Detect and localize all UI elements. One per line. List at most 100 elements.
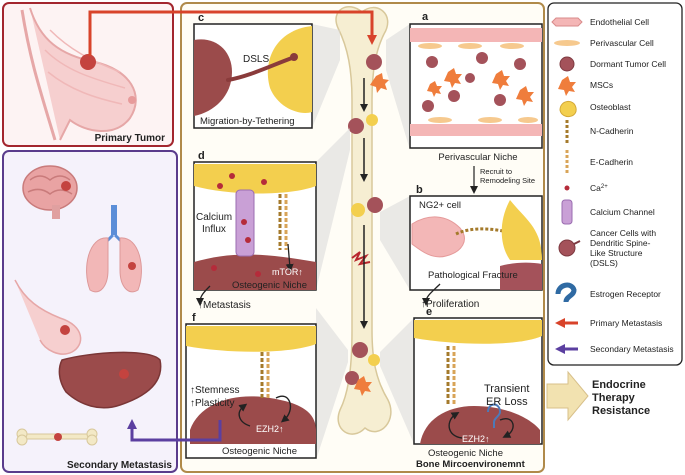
legend-item: Primary Metastasis <box>555 318 662 328</box>
dsls-tether-icon <box>226 56 294 82</box>
svg-text:N-Cadherin: N-Cadherin <box>590 126 634 136</box>
subpanel-f-niche: Osteogenic Niche <box>222 446 297 457</box>
subpanel-f-letter: f <box>192 312 196 324</box>
primary-tumor-panel: Primary Tumor <box>2 2 174 147</box>
lungs-icon <box>86 205 142 293</box>
subpanel-c-letter: c <box>198 12 204 24</box>
stemness-label: ↑Stemness <box>190 385 239 396</box>
calcium-ions <box>211 173 267 277</box>
subpanel-e-letter: e <box>426 306 432 318</box>
zoom-connectors <box>312 24 414 460</box>
recruit-annotation: Recruit to Remodeling Site <box>470 166 535 194</box>
subpanel-e-niche: Osteogenic Niche <box>428 448 503 459</box>
svg-text:Primary Metastasis: Primary Metastasis <box>590 318 662 328</box>
calcium-influx-line1: Calcium <box>196 212 232 223</box>
svg-text:Osteoblast: Osteoblast <box>590 102 631 112</box>
subpanel-d: d Calcium Influx mTOR↑ Osteogenic Niche … <box>193 150 317 311</box>
legend-panel: Endothelial Cell Perivascular Cell Dorma… <box>547 2 683 366</box>
subpanel-b-letter: b <box>416 184 423 196</box>
calcium-icon <box>564 185 570 191</box>
primary-tumor-title: Primary Tumor <box>95 133 165 144</box>
legend-item: Ca2+ <box>564 183 608 193</box>
msc-icon <box>558 76 576 96</box>
tumor-cell-icon <box>194 39 232 116</box>
osteoblast-cell-icon <box>186 326 316 352</box>
liver-icon <box>58 351 162 409</box>
subpanel-b: b NG2+ cell Pathological Fracture ↑Proli… <box>409 184 543 310</box>
cadherin-pair-icon <box>278 194 288 250</box>
transient-label: Transient <box>484 383 529 395</box>
legend-item: Endothelial Cell <box>551 17 649 27</box>
legend-item: Osteoblast <box>559 101 631 117</box>
mtor-label: mTOR↑ <box>272 267 303 277</box>
svg-text:Dendritic Spine-: Dendritic Spine- <box>590 238 651 248</box>
subpanel-d-letter: d <box>198 150 205 162</box>
svg-text:Endothelial Cell: Endothelial Cell <box>590 17 649 27</box>
osteoblast-icon <box>559 101 577 117</box>
secondary-metastasis-arrow <box>127 419 222 442</box>
ng2-cell-label: NG2+ cell <box>419 200 461 211</box>
osteoblast-cell-icon <box>194 164 316 194</box>
migration-by-tethering-caption: Migration-by-Tethering <box>200 116 295 127</box>
osteoblast-cell-icon <box>267 26 312 113</box>
recruit-line2: Remodeling Site <box>480 176 535 185</box>
ezh2-label-f: EZH2↑ <box>256 424 284 434</box>
svg-text:Ca2+: Ca2+ <box>590 183 608 193</box>
subpanel-a: a Perivascular Niche <box>409 11 543 163</box>
breast-illustration-icon <box>20 7 137 141</box>
bone-icon <box>335 6 392 435</box>
svg-text:Perivascular Cell: Perivascular Cell <box>590 38 654 48</box>
svg-text:(DSLS): (DSLS) <box>590 258 618 268</box>
metastasis-outcome: ↑Metastasis <box>198 300 251 311</box>
tumor-cell-icon <box>194 254 316 290</box>
legend-item: Cancer Cells with Dendritic Spine- Like … <box>558 228 656 268</box>
dsls-cancer-cell-icon <box>558 239 576 257</box>
ezh2-label-e: EZH2↑ <box>462 434 490 444</box>
svg-text:E-Cadherin: E-Cadherin <box>590 157 633 167</box>
svg-text:Secondary Metastasis: Secondary Metastasis <box>590 344 674 354</box>
resistance-line1: Endocrine <box>592 379 646 391</box>
brain-icon <box>22 165 78 219</box>
subpanel-c: c DSLS Migration-by-Tethering <box>193 12 313 129</box>
legend-item: Estrogen Receptor <box>555 282 661 303</box>
subpanel-f: f ↑Stemness ↑Plasticity EZH2↑ Osteogenic… <box>185 312 317 459</box>
legend-item: E-Cadherin <box>565 150 633 174</box>
subpanel-e: e Transient ER Loss EZH2↑ Osteogenic Nic… <box>413 306 543 459</box>
ng2-cell-icon <box>411 216 465 258</box>
breast-secondary-icon <box>14 279 82 355</box>
bone-microenvironment-title: Bone Mircoenvironemnt <box>416 459 526 470</box>
dormant-tumor-cell-icon <box>559 56 575 72</box>
proliferation-outcome: ↑Proliferation <box>421 299 479 310</box>
resistance-line2: Therapy <box>592 392 636 404</box>
svg-text:Cancer Cells with: Cancer Cells with <box>590 228 656 238</box>
estrogen-receptor-icon <box>487 403 502 428</box>
calcium-channel-icon <box>561 199 573 225</box>
secondary-metastasis-title: Secondary Metastasis <box>67 460 172 471</box>
femur-secondary-icon <box>16 428 98 446</box>
cadherin-pair-icon <box>446 346 456 406</box>
recruit-line1: Recruit to <box>480 167 512 176</box>
perivascular-niche-caption: Perivascular Niche <box>438 152 517 163</box>
svg-text:Like Structure: Like Structure <box>590 248 643 258</box>
legend-item: Secondary Metastasis <box>555 344 674 354</box>
subpanel-a-letter: a <box>422 11 429 23</box>
svg-text:Dormant Tumor Cell: Dormant Tumor Cell <box>590 59 666 69</box>
legend-item: MSCs <box>558 76 613 96</box>
perivascular-cell-icon <box>554 40 580 46</box>
pathological-fracture-caption: Pathological Fracture <box>428 270 518 281</box>
er-loss-label: ER Loss <box>486 396 528 408</box>
resistance-arrow: Endocrine Therapy Resistance <box>546 370 650 422</box>
dsls-label: DSLS <box>243 54 269 65</box>
legend-item: Perivascular Cell <box>554 38 654 48</box>
endothelial-cell-icon <box>551 17 583 27</box>
subpanel-d-niche: Osteogenic Niche <box>232 280 307 291</box>
osteoblast-cell-icon <box>414 320 542 344</box>
svg-text:Estrogen Receptor: Estrogen Receptor <box>590 289 661 299</box>
svg-text:Calcium Channel: Calcium Channel <box>590 207 655 217</box>
resistance-line3: Resistance <box>592 405 650 417</box>
svg-text:MSCs: MSCs <box>590 80 613 90</box>
estrogen-receptor-icon <box>555 282 577 303</box>
secondary-metastasis-panel: Secondary Metastasis <box>2 150 178 473</box>
primary-tumor-icon <box>80 54 96 70</box>
cadherin-pair-icon <box>260 352 270 398</box>
